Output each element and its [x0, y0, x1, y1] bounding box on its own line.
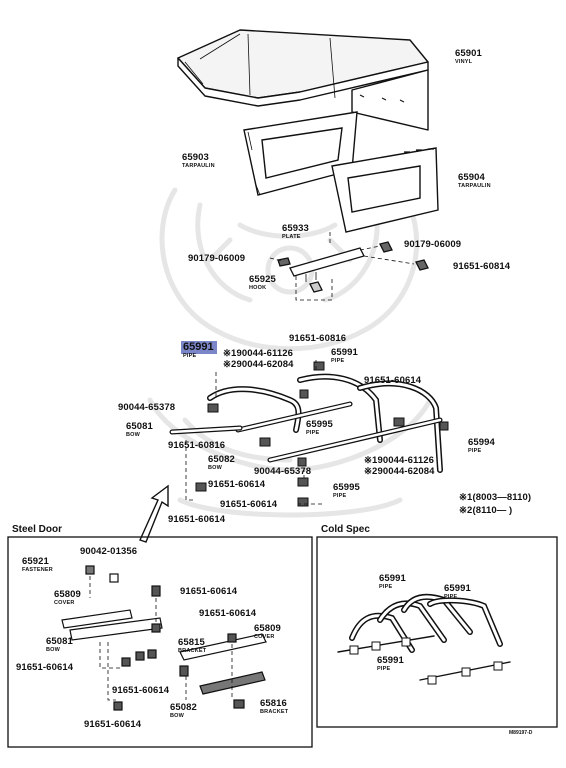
name-sd-65081: BOW — [46, 647, 61, 653]
label-cs-65991-c: 65991 — [377, 655, 404, 666]
label-65991-highlighted[interactable]: 65991 — [181, 341, 217, 354]
label-91651-60614-a: 91651-60614 — [364, 375, 422, 386]
name-sd-65809-a: COVER — [54, 600, 75, 606]
name-cs-65991-b: PIPE — [444, 594, 458, 600]
tarpaulin-right-art — [331, 147, 439, 233]
label-91651-60614-b: 91651-60614 — [208, 479, 266, 490]
label-91651-60816-mid: 91651-60816 — [168, 440, 226, 451]
label-91651-60614-d: 91651-60614 — [168, 514, 226, 525]
name-65994: PIPE — [468, 448, 482, 454]
label-91651-60614-c: 91651-60614 — [220, 499, 278, 510]
label-ref1-90044-61126: ※190044-61126 — [223, 348, 294, 359]
name-65081: BOW — [126, 432, 141, 438]
label-sd-90042: 90042-01356 — [80, 546, 138, 557]
name-65995-upper: PIPE — [306, 430, 320, 436]
label-sd-65921: 65921 — [22, 556, 49, 567]
steel-door-frame — [7, 536, 313, 748]
section-arrow — [139, 484, 169, 543]
name-65991-right: PIPE — [331, 358, 345, 364]
name-65933: PLATE — [282, 234, 301, 240]
name-sd-65816: BRACKET — [260, 709, 289, 715]
label-sd-91651-b: 91651-60614 — [199, 608, 257, 619]
label-90044-65378-mid: 90044-65378 — [254, 466, 312, 477]
label-ref2-90044-62084: ※290044-62084 — [223, 359, 294, 370]
footer-code: M89197-D — [509, 730, 533, 736]
note-ref2: ※2(8110— ) — [459, 505, 513, 516]
label-65933: 65933 — [282, 223, 309, 234]
name-65904: TARPAULIN — [458, 183, 491, 189]
name-cs-65991-a: PIPE — [379, 584, 393, 590]
frame-fasteners-art — [195, 361, 449, 507]
note-ref1: ※1(8003—8110) — [459, 492, 532, 503]
name-65991-highlighted: PIPE — [183, 353, 197, 359]
label-90179-left: 90179-06009 — [188, 253, 246, 264]
label-sd-65815: 65815 — [178, 637, 205, 648]
name-65082: BOW — [208, 465, 223, 471]
label-sd-91651-a: 91651-60614 — [180, 586, 238, 597]
label-65901: 65901 — [455, 48, 482, 59]
name-65925: HOOK — [249, 285, 267, 291]
label-sd-65081: 65081 — [46, 636, 73, 647]
label-65082: 65082 — [208, 454, 235, 465]
label-sd-65816: 65816 — [260, 698, 287, 709]
label-65925: 65925 — [249, 274, 276, 285]
label-cs-65991-b: 65991 — [444, 583, 471, 594]
label-ref2-90044-62084-b: ※290044-62084 — [364, 466, 435, 477]
plate-hook-art — [277, 241, 429, 293]
cold-spec-pipes-art — [337, 593, 511, 681]
steel-door-title: Steel Door — [12, 524, 63, 535]
label-sd-65809-a: 65809 — [54, 589, 81, 600]
label-90044-65378-left: 90044-65378 — [118, 402, 176, 413]
frame-pipes-art — [169, 373, 443, 473]
label-65991-right: 65991 — [331, 347, 358, 358]
vinyl-top-art — [177, 29, 429, 131]
label-sd-91651-d: 91651-60614 — [112, 685, 170, 696]
name-65903: TARPAULIN — [182, 163, 215, 169]
label-sd-91651-e: 91651-60614 — [84, 719, 142, 730]
name-sd-65921: FASTENER — [22, 567, 53, 573]
label-65904: 65904 — [458, 172, 485, 183]
name-cs-65991-c: PIPE — [377, 666, 391, 672]
label-91651-60814-top: 91651-60814 — [453, 261, 511, 272]
label-65903: 65903 — [182, 152, 209, 163]
steel-door-parts-art — [61, 565, 267, 711]
label-91651-60816-top: 91651-60816 — [289, 333, 347, 344]
name-sd-65815: BRACKET — [178, 648, 207, 654]
label-65995-upper: 65995 — [306, 419, 333, 430]
label-ref1-90044-61126-b: ※190044-61126 — [364, 455, 435, 466]
name-65995-lower: PIPE — [333, 493, 347, 499]
name-sd-65082: BOW — [170, 713, 185, 719]
name-65901: VINYL — [455, 59, 473, 65]
name-sd-65809-b: COVER — [254, 634, 275, 640]
label-65994: 65994 — [468, 437, 495, 448]
label-90179-right: 90179-06009 — [404, 239, 462, 250]
cold-spec-title: Cold Spec — [321, 524, 370, 535]
label-65081: 65081 — [126, 421, 153, 432]
label-sd-65809-b: 65809 — [254, 623, 281, 634]
label-sd-65082: 65082 — [170, 702, 197, 713]
label-65995-lower: 65995 — [333, 482, 360, 493]
label-cs-65991-a: 65991 — [379, 573, 406, 584]
label-sd-91651-c: 91651-60614 — [16, 662, 74, 673]
cold-spec-frame — [316, 536, 558, 728]
